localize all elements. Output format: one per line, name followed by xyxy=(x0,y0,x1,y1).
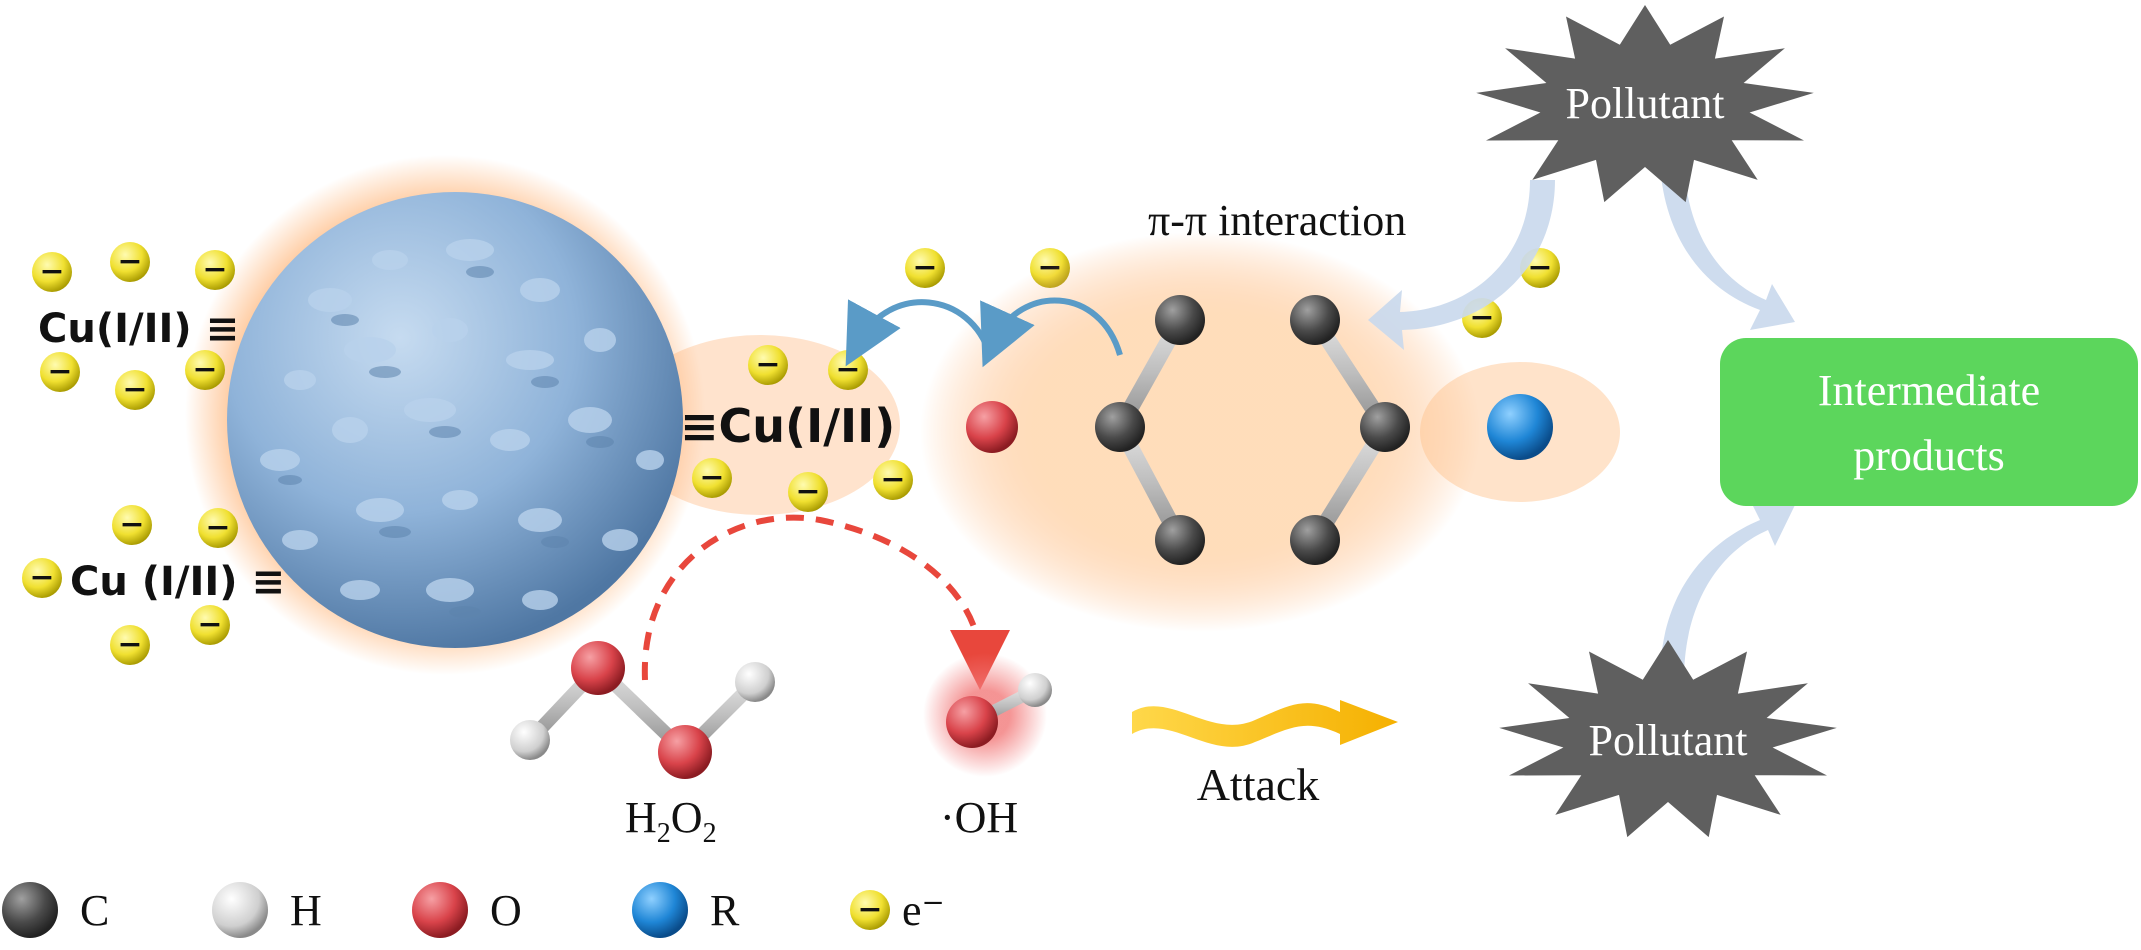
electron-icon: − xyxy=(828,350,868,390)
legend-item: R xyxy=(632,882,740,938)
oxygen-atom xyxy=(966,401,1018,453)
svg-text:−: − xyxy=(192,352,217,387)
copper-catalyst-sphere xyxy=(227,192,683,648)
oxygen-atom xyxy=(658,725,712,779)
svg-text:−: − xyxy=(835,352,860,387)
pi-pi-interaction-label: π-π interaction xyxy=(1148,196,1406,245)
svg-text:−: − xyxy=(755,347,780,382)
legend-label: R xyxy=(710,886,740,935)
legend-swatch xyxy=(412,882,468,938)
legend-item: C xyxy=(2,882,109,938)
legend-item: −e⁻ xyxy=(850,886,945,935)
intermediate-label-line1: Intermediate xyxy=(1818,366,2040,415)
carbon-atom xyxy=(1095,402,1145,452)
carbon-atom xyxy=(1155,515,1205,565)
hydrogen-atom xyxy=(735,662,775,702)
svg-text:−: − xyxy=(197,607,222,642)
legend: C H O R −e⁻ xyxy=(2,882,945,938)
svg-text:−: − xyxy=(122,372,147,407)
svg-text:−: − xyxy=(857,892,882,927)
hydrogen-peroxide-molecule xyxy=(510,641,775,779)
electron-icon: − xyxy=(185,350,225,390)
svg-text:−: − xyxy=(39,254,64,289)
cu-label-bottom: Cu (I/II) ≡ xyxy=(70,559,285,605)
legend-label: H xyxy=(290,886,322,935)
carbon-atom xyxy=(1290,515,1340,565)
h2o2-label: H2O2 xyxy=(625,793,717,849)
hydroxyl-radical xyxy=(923,653,1052,777)
electron-icon: − xyxy=(110,625,150,665)
intermediate-label-line2: products xyxy=(1853,431,2005,480)
hydroxyl-radical-label: ·OH xyxy=(940,793,1018,842)
svg-text:−: − xyxy=(880,462,905,497)
electron-icon: − xyxy=(112,505,152,545)
pollutant-top-label: Pollutant xyxy=(1566,79,1725,128)
electron-icon: − xyxy=(22,558,62,598)
electron-icon: − xyxy=(788,472,828,512)
radical-generation-arrow xyxy=(641,514,1010,690)
svg-text:−: − xyxy=(202,252,227,287)
electron-icon: − xyxy=(198,508,238,548)
oxygen-atom xyxy=(571,641,625,695)
pollutant-bottom-shape xyxy=(1499,640,1837,838)
svg-text:−: − xyxy=(47,354,72,389)
electron-icon: − xyxy=(692,458,732,498)
electron-icon: − xyxy=(110,242,150,282)
intermediate-products-box: Intermediate products xyxy=(1720,338,2138,506)
hydrogen-atom xyxy=(510,720,550,760)
legend-item: H xyxy=(212,882,322,938)
svg-text:−: − xyxy=(117,627,142,662)
electron-icon: − xyxy=(32,252,72,292)
oxygen-atom xyxy=(946,696,998,748)
svg-text:−: − xyxy=(795,474,820,509)
cu-label-top: Cu(I/II) ≡ xyxy=(38,306,239,352)
legend-swatch xyxy=(2,882,58,938)
cu-label-center: ≡Cu(I/II) xyxy=(680,399,895,453)
svg-text:−: − xyxy=(117,244,142,279)
electron-icon: − xyxy=(195,250,235,290)
attack-label: Attack xyxy=(1197,759,1320,810)
r-group-atom xyxy=(1487,394,1553,460)
carbon-atom xyxy=(1155,295,1205,345)
legend-swatch xyxy=(850,890,890,930)
electron-icon: − xyxy=(873,460,913,500)
ligand-atoms xyxy=(966,295,1553,565)
electron-icon: − xyxy=(905,248,945,288)
electron-icon: − xyxy=(190,605,230,645)
electron-icon: − xyxy=(115,370,155,410)
carbon-atom xyxy=(1290,295,1340,345)
hydrogen-atom xyxy=(1018,673,1052,707)
electron-icon: − xyxy=(40,352,80,392)
svg-text:−: − xyxy=(119,507,144,542)
pollutant-top-shape xyxy=(1476,5,1814,203)
legend-swatch xyxy=(632,882,688,938)
electron-group: −−−−−−−−−−−−−−−−−−−− xyxy=(22,242,1560,665)
legend-label: e⁻ xyxy=(902,886,945,935)
svg-text:−: − xyxy=(699,460,724,495)
electron-icon: − xyxy=(748,345,788,385)
legend-label: C xyxy=(80,886,109,935)
svg-text:−: − xyxy=(912,250,937,285)
pollutant-bottom-label: Pollutant xyxy=(1589,716,1748,765)
legend-swatch xyxy=(212,882,268,938)
carbon-atom xyxy=(1360,402,1410,452)
legend-label: O xyxy=(490,886,522,935)
legend-item: O xyxy=(412,882,522,938)
svg-text:−: − xyxy=(205,510,230,545)
electron-transfer-arrows xyxy=(845,297,1123,368)
attack-arrow xyxy=(1132,700,1398,747)
svg-text:−: − xyxy=(29,560,54,595)
